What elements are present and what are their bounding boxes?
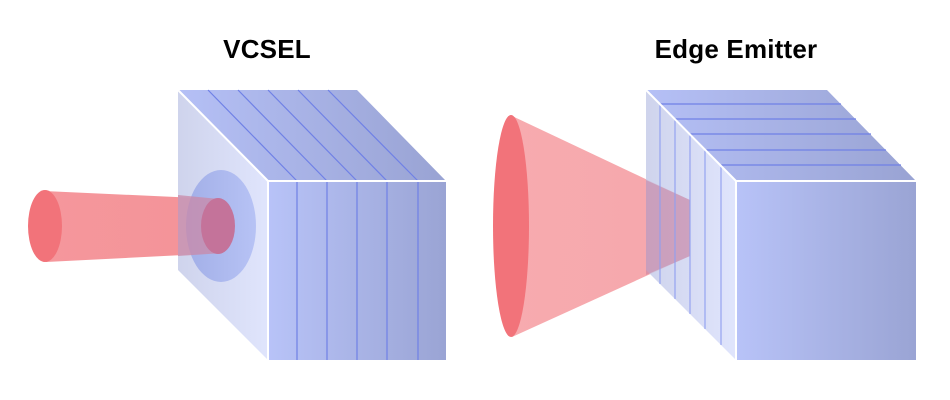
edge-side-layer-lines (659, 104, 722, 345)
edge-emitter-device (493, 89, 916, 360)
vcsel-title: VCSEL (223, 34, 311, 64)
edge-beam-end-icon (493, 115, 529, 337)
edge-edge-highlights (645, 89, 916, 360)
vcsel-top-layer-lines (207, 89, 419, 182)
vcsel-emission-spot-icon (201, 198, 235, 254)
vcsel-device (28, 89, 446, 360)
edge-front-face (736, 181, 916, 360)
edge-emitter-title: Edge Emitter (654, 34, 818, 64)
edge-top-layer-lines (660, 103, 901, 166)
edge-side-face (646, 90, 736, 360)
vcsel-beam-end-icon (28, 190, 62, 262)
vcsel-front-layer-lines (296, 181, 419, 360)
edge-beam (493, 115, 690, 337)
vcsel-edge-highlights (177, 89, 446, 360)
